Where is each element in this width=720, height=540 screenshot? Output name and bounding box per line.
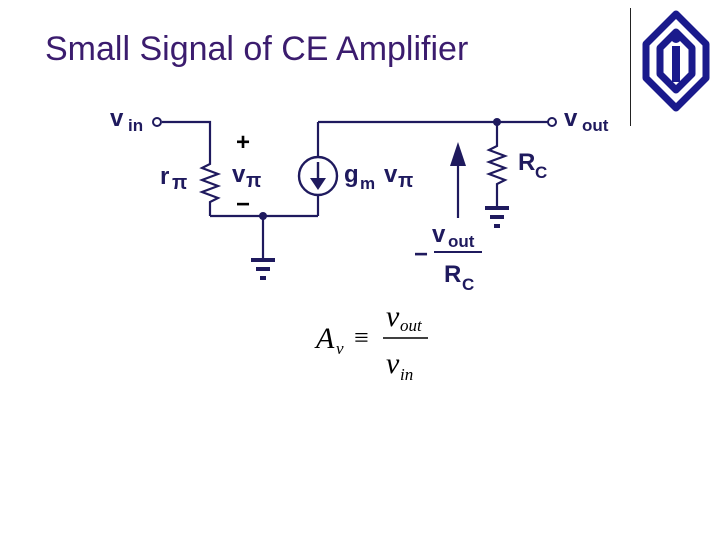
eq-numerator-subscript: out	[400, 316, 423, 335]
vout-terminal	[547, 117, 557, 127]
rc-subscript: C	[535, 163, 547, 182]
eq-lhs-subscript: v	[336, 339, 344, 358]
header-divider	[630, 8, 631, 126]
current-source-icon	[297, 155, 339, 197]
slide-title: Small Signal of CE Amplifier	[45, 30, 469, 68]
eq-operator: ≡	[354, 323, 369, 352]
gm-subscript: m	[360, 174, 375, 193]
rc-label: R	[518, 149, 535, 176]
vpi-minus-sign: −	[236, 191, 250, 218]
rpi-resistor	[198, 160, 222, 216]
current-arrow-icon	[450, 142, 466, 166]
eq-denominator: v	[386, 347, 400, 380]
vpi-subscript: π	[246, 170, 261, 192]
current-num-subscript: out	[448, 232, 475, 251]
current-den-subscript: C	[462, 275, 474, 294]
ground-icon	[251, 258, 275, 280]
current-den-label: R	[444, 261, 461, 288]
eq-numerator: v	[386, 300, 400, 333]
rpi-label: r	[160, 163, 169, 190]
rpi-subscript: π	[172, 172, 187, 194]
current-num-label: v	[432, 221, 446, 248]
institution-emblem-icon	[642, 10, 710, 112]
vout-subscript: out	[582, 116, 609, 135]
vout-label: v	[564, 105, 578, 132]
vpi-plus-sign: +	[236, 129, 250, 156]
gm-label: g	[344, 161, 359, 188]
eq-denominator-subscript: in	[400, 365, 413, 384]
junction-dot	[259, 212, 267, 220]
gm-v-label: v	[384, 161, 398, 188]
vin-subscript: in	[128, 116, 143, 135]
circuit-wires	[162, 120, 548, 258]
current-sign: −	[414, 241, 428, 268]
vpi-label: v	[232, 161, 246, 188]
vin-terminal	[152, 117, 162, 127]
vin-label: v	[110, 105, 124, 132]
gain-equation: A v ≡ v out v in	[314, 300, 428, 384]
gm-v-subscript: π	[398, 170, 413, 192]
eq-lhs: A	[314, 322, 335, 355]
junction-dot	[493, 118, 501, 126]
rc-resistor	[485, 142, 509, 204]
ground-icon	[485, 204, 509, 228]
